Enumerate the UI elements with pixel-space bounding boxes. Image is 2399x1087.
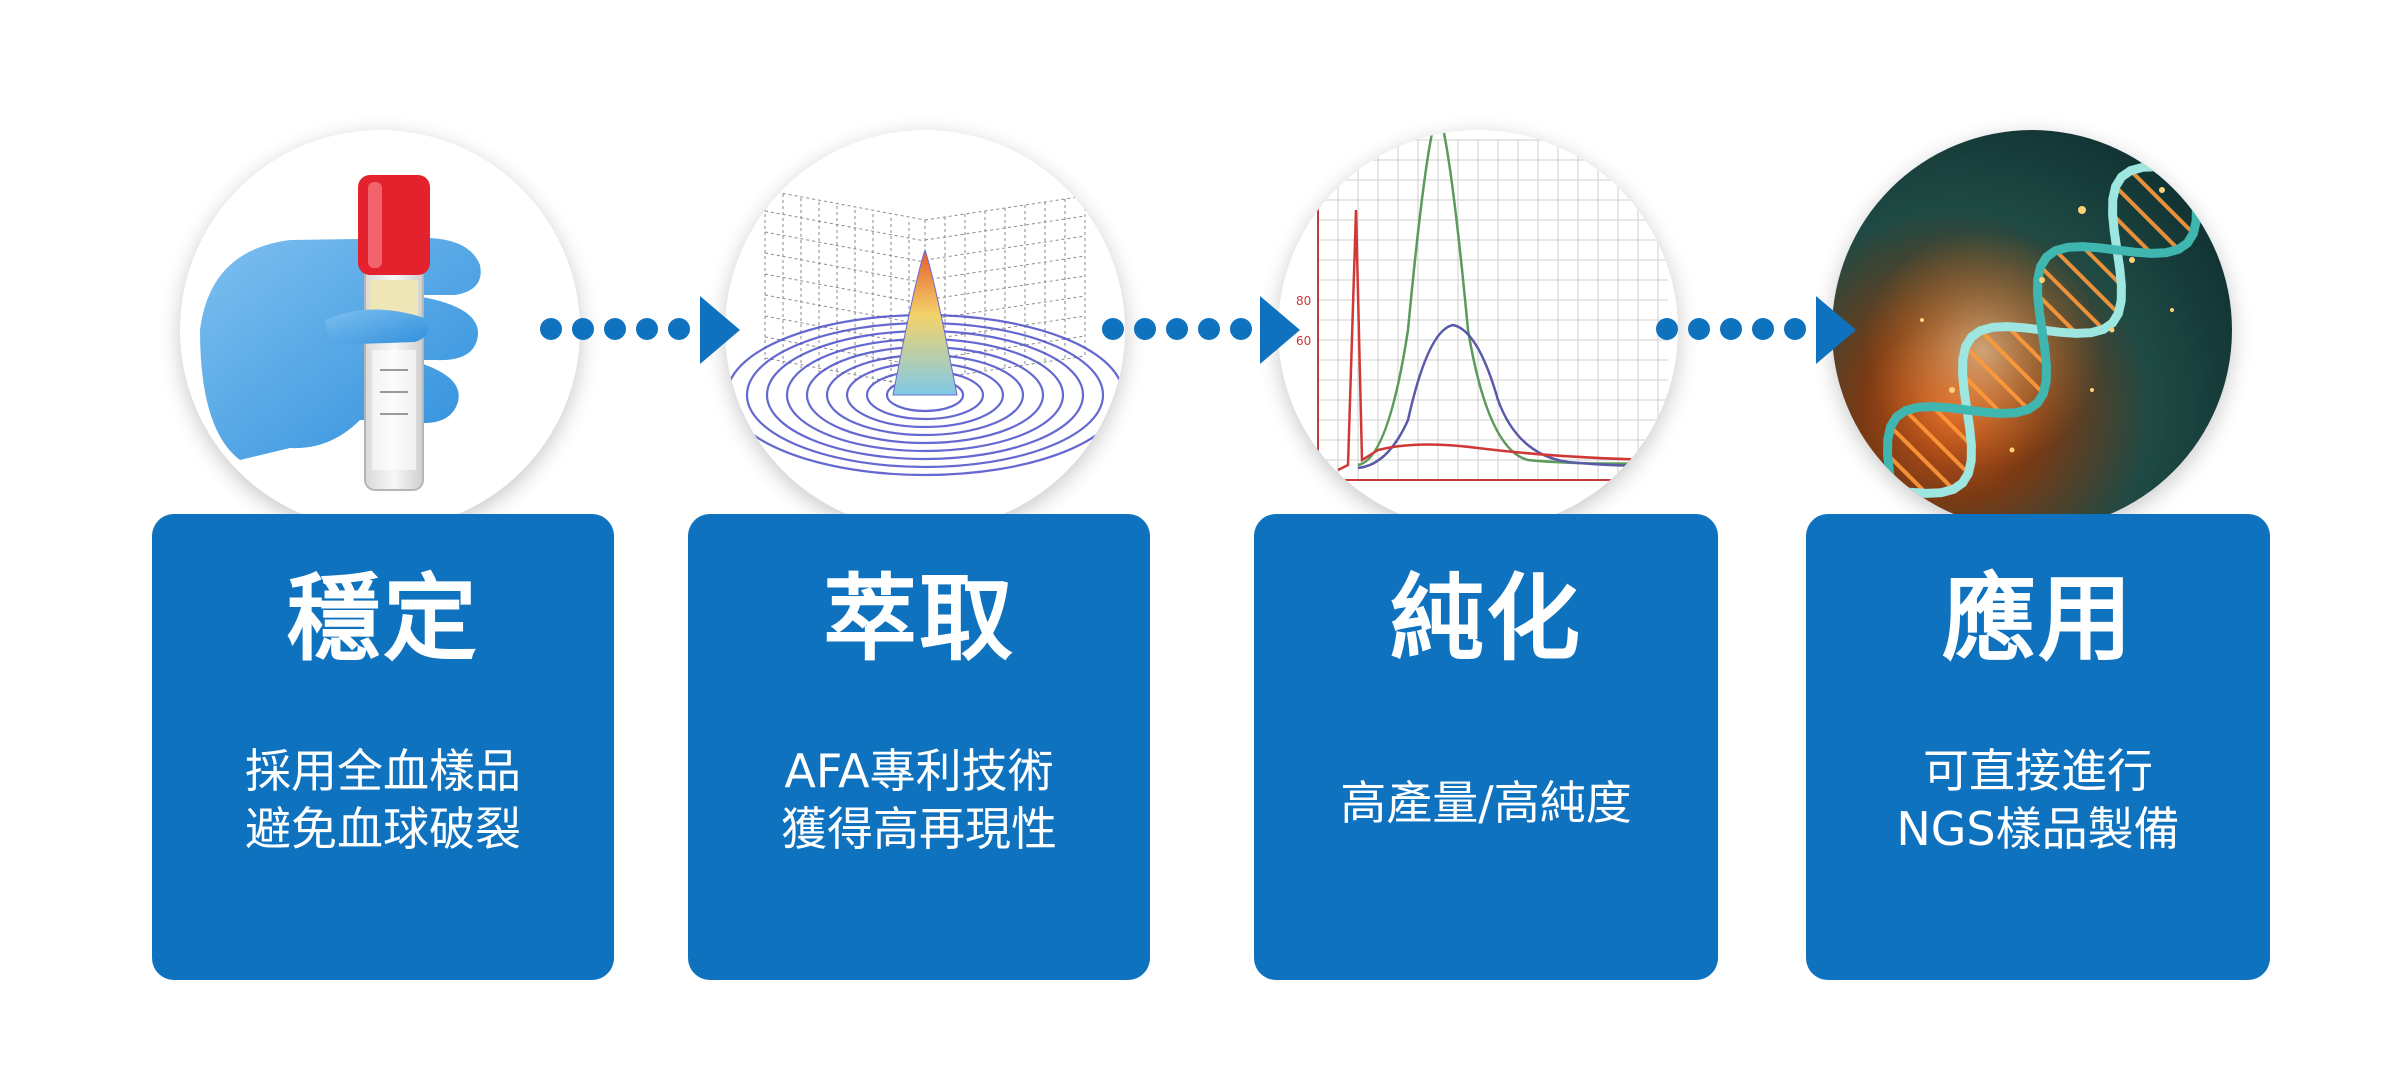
step-title: 應用 <box>1941 565 2134 674</box>
description-line: 可直接進行 <box>1923 744 2153 798</box>
connector-arrow-1 <box>540 296 740 364</box>
blood-tube-image <box>180 130 580 530</box>
dot-icon <box>540 318 562 340</box>
step-description: 高產量/高純度 <box>1254 774 1718 832</box>
step-card-apply: 應用 可直接進行 NGS樣品製備 <box>1806 514 2270 980</box>
chromatogram-image: 80 60 <box>1278 130 1678 530</box>
step-title: 萃取 <box>822 565 1015 674</box>
step-description: 可直接進行 NGS樣品製備 <box>1806 742 2270 858</box>
step-description: 採用全血樣品 避免血球破裂 <box>152 742 614 858</box>
dot-icon <box>1102 318 1124 340</box>
dot-icon <box>1198 318 1220 340</box>
arrow-head-icon <box>1260 296 1300 364</box>
step-card-purify: 純化 高產量/高純度 <box>1254 514 1718 980</box>
arrow-head-icon <box>700 296 740 364</box>
dot-icon <box>668 318 690 340</box>
dot-icon <box>572 318 594 340</box>
description-line: 高產量/高純度 <box>1340 776 1632 830</box>
dot-icon <box>1720 318 1742 340</box>
dot-icon <box>1166 318 1188 340</box>
dna-helix-image <box>1832 130 2232 530</box>
description-line: NGS樣品製備 <box>1896 802 2180 856</box>
connector-arrow-3 <box>1656 296 1856 364</box>
dot-icon <box>1752 318 1774 340</box>
wave-surface-plot-image <box>725 130 1125 530</box>
description-line: 避免血球破裂 <box>245 802 521 856</box>
step-title: 純化 <box>1389 565 1582 674</box>
dot-icon <box>1656 318 1678 340</box>
step-card-extract: 萃取 AFA專利技術 獲得高再現性 <box>688 514 1150 980</box>
description-line: AFA專利技術 <box>784 744 1054 798</box>
dot-icon <box>1784 318 1806 340</box>
step-card-stabilize: 穩定 採用全血樣品 避免血球破裂 <box>152 514 614 980</box>
description-line: 採用全血樣品 <box>245 744 521 798</box>
step-description: AFA專利技術 獲得高再現性 <box>688 742 1150 858</box>
dot-icon <box>1230 318 1252 340</box>
step-title: 穩定 <box>286 565 479 674</box>
description-line: 獲得高再現性 <box>781 802 1057 856</box>
arrow-head-icon <box>1816 296 1856 364</box>
dot-icon <box>1688 318 1710 340</box>
dot-icon <box>604 318 626 340</box>
dot-icon <box>636 318 658 340</box>
dot-icon <box>1134 318 1156 340</box>
connector-arrow-2 <box>1102 296 1302 364</box>
